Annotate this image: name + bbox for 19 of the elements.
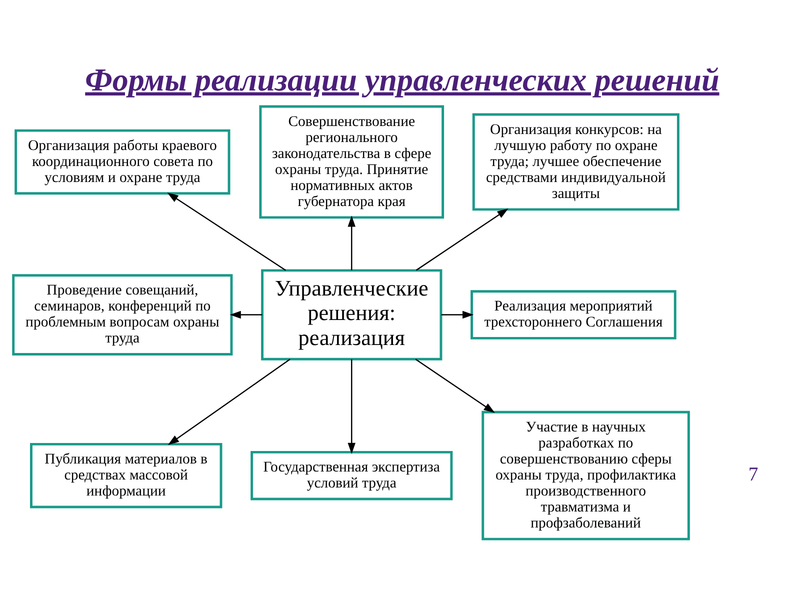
node-box: Публикация материалов в средствах массовой информации xyxy=(30,442,222,508)
node-box: Участие в научных разработках по совершенствованию сферы охраны труда, профилактика производственного травматизма и профзаболеваний xyxy=(482,410,690,540)
node-box: Проведение совещаний, семинаров, конференций по проблемным вопросам охраны труда xyxy=(12,274,233,356)
arrow xyxy=(441,310,474,319)
node-box: Организация работы краевого координационного совета по условиям и охране труда xyxy=(14,129,230,195)
arrow xyxy=(348,216,356,270)
arrow xyxy=(416,208,508,271)
node-box: Реализация мероприятий трехстороннего Соглашения xyxy=(470,290,676,340)
node-box: Государственная экспертиза условий труда xyxy=(250,450,453,500)
node-box: Организация конкурсов: на лучшую работу по охране труда; лучшее обеспечение средствами индивидуальной защиты xyxy=(472,113,680,211)
arrow xyxy=(348,359,356,454)
arrow xyxy=(415,358,495,413)
node-box: Управленческие решения: реализация xyxy=(261,269,442,360)
arrow xyxy=(168,358,290,446)
label: 7 xyxy=(748,463,758,486)
diagram-title: Формы реализации управленческих решений xyxy=(85,61,720,98)
arrow xyxy=(230,310,262,319)
arrow xyxy=(167,192,286,271)
node-box: Совершенствование регионального законодательства в сфере охраны труда. Принятие нормативных актов губернатора края xyxy=(259,105,444,219)
